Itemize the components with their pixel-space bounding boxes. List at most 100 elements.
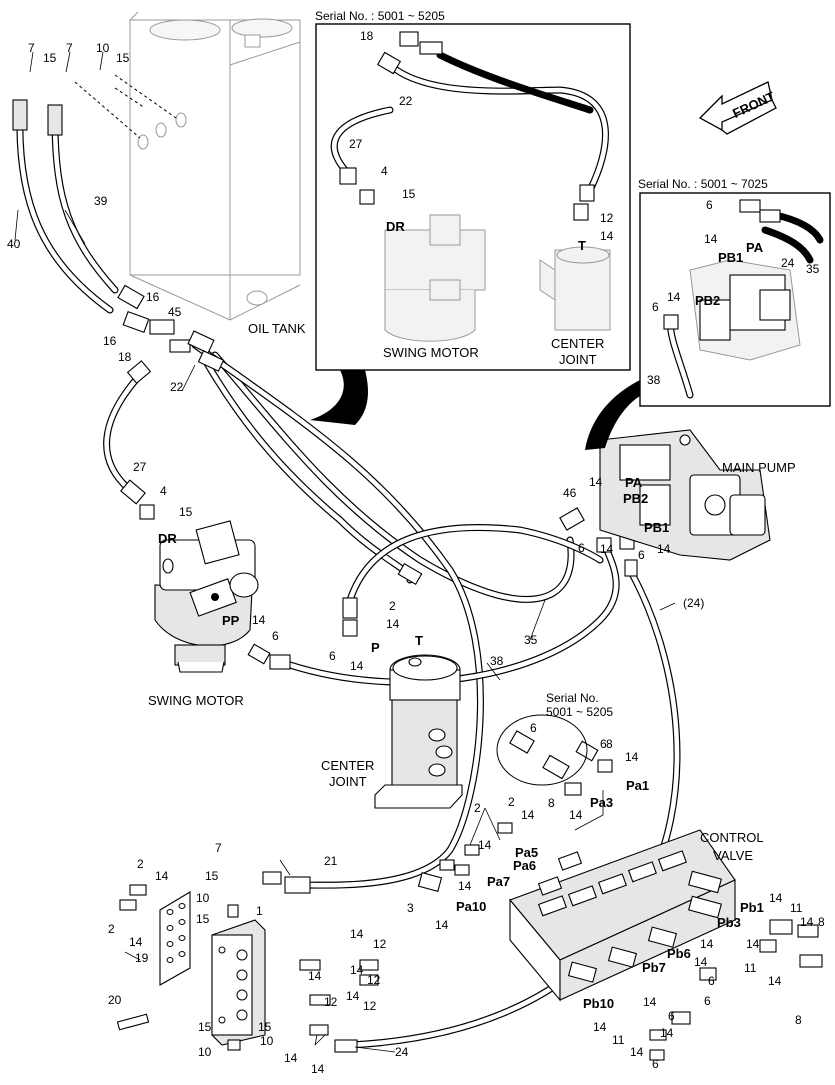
inset-pb1-label: PB1 <box>718 250 743 265</box>
callout: 14 <box>657 542 671 556</box>
inset-callout-14: 14 <box>600 229 614 243</box>
callout: 15 <box>116 51 130 65</box>
callout: 10 <box>260 1034 274 1048</box>
inset-pb2-label: PB2 <box>695 293 720 308</box>
control-valve: CONTROL VALVE <box>509 829 764 1002</box>
inset-pump-box: Serial No. : 5001 ~ 7025 6 14 24 35 6 14… <box>585 177 831 450</box>
inset-pump-callout-35: 35 <box>806 262 820 276</box>
callout: 14 <box>478 838 492 852</box>
pa10-label: Pa10 <box>456 899 486 914</box>
inset-callout-12: 12 <box>600 211 614 225</box>
callout: 6 <box>708 974 715 988</box>
callout: 2 <box>389 599 396 613</box>
callout: 6 <box>272 629 279 643</box>
hose-22-lower <box>346 524 604 604</box>
callout: 10 <box>196 891 210 905</box>
manifold-block <box>116 891 266 1051</box>
inset-swing-motor-label: SWING MOTOR <box>383 345 479 360</box>
callout: 3 <box>407 901 414 915</box>
pb1-port-label: PB1 <box>644 520 669 535</box>
callout: 14 <box>800 915 814 929</box>
inset-callout-4: 4 <box>381 164 388 178</box>
callout: 40 <box>7 237 21 251</box>
inset-pump-callout-38: 38 <box>647 373 661 387</box>
pb1-label: Pb1 <box>740 900 764 915</box>
pa1-label: Pa1 <box>626 778 649 793</box>
callout: 27 <box>133 460 147 474</box>
small-fittings <box>119 730 823 1061</box>
callout: 12 <box>373 937 387 951</box>
callout: 2 <box>474 801 481 815</box>
callout: 14 <box>435 918 449 932</box>
hose-27 <box>103 371 144 494</box>
t-port-label: T <box>415 633 423 648</box>
front-arrow: FRONT <box>698 81 777 135</box>
pa3-label: Pa3 <box>590 795 613 810</box>
callout: 12 <box>324 995 338 1009</box>
p-port-label: P <box>371 640 380 655</box>
callout: 14 <box>643 995 657 1009</box>
callout: 14 <box>350 659 364 673</box>
control-valve-label-1: CONTROL <box>700 830 764 845</box>
oil-tank-label: OIL TANK <box>248 321 306 336</box>
pa6-label: Pa6 <box>513 858 536 873</box>
callout: 6 <box>652 1057 659 1071</box>
pb10-label: Pb10 <box>583 996 614 1011</box>
callout: 18 <box>118 350 132 364</box>
pb6-label: Pb6 <box>667 946 691 961</box>
leader-lines <box>14 51 676 1053</box>
callout: 16 <box>146 290 160 304</box>
center-joint: CENTER JOINT <box>321 654 463 809</box>
inset-callout-18: 18 <box>360 29 374 43</box>
callout: 12 <box>363 999 377 1013</box>
pp-port-label: PP <box>222 613 240 628</box>
center-joint-label-2: JOINT <box>329 774 367 789</box>
main-pump: MAIN PUMP PA PB2 PB1 <box>599 429 796 561</box>
callout: 14 <box>311 1062 325 1076</box>
inset-pa-label: PA <box>746 240 764 255</box>
callout: 39 <box>94 194 108 208</box>
valve-inset-circle: Serial No. 5001 ~ 5205 6 <box>496 691 613 831</box>
callout: 14 <box>768 974 782 988</box>
oil-tank: OIL TANK <box>74 11 306 336</box>
callout: 20 <box>108 993 122 1007</box>
callout: 6 <box>600 737 607 751</box>
inset-t-label: T <box>578 238 586 253</box>
inset-center-label-2: JOINT <box>559 352 597 367</box>
inset-swing-serial: Serial No. : 5001 ~ 5205 <box>315 9 445 23</box>
callout: 35 <box>524 633 538 647</box>
hose-39 <box>51 116 119 294</box>
valve-inset-serial-2: 5001 ~ 5205 <box>546 705 613 719</box>
callout: 14 <box>600 542 614 556</box>
inset-pump-serial: Serial No. : 5001 ~ 7025 <box>638 177 768 191</box>
callout: 4 <box>160 484 167 498</box>
callout: 15 <box>179 505 193 519</box>
callout: 14 <box>386 617 400 631</box>
pa7-label: Pa7 <box>487 874 510 889</box>
callout: 16 <box>103 334 117 348</box>
callout: 14 <box>569 808 583 822</box>
callout: 7 <box>28 41 35 55</box>
callout: 6 <box>329 649 336 663</box>
callout: 15 <box>258 1020 272 1034</box>
callout: 14 <box>589 475 603 489</box>
inset-swing-box: Serial No. : 5001 ~ 5205 27 4 15 18 22 1… <box>310 9 631 425</box>
callout: 7 <box>215 841 222 855</box>
callout: 2 <box>108 922 115 936</box>
inset-callout-15: 15 <box>402 187 416 201</box>
callout: 14 <box>346 989 360 1003</box>
pb3-label: Pb3 <box>717 915 741 930</box>
callout: 15 <box>196 912 210 926</box>
center-joint-label-1: CENTER <box>321 758 374 773</box>
pa5-label: Pa5 <box>515 845 538 860</box>
callout: 10 <box>96 41 110 55</box>
main-pump-label: MAIN PUMP <box>722 460 796 475</box>
callout: 11 <box>790 901 803 915</box>
callout: 24 <box>395 1045 409 1059</box>
callout: 8 <box>606 737 613 751</box>
callout: 15 <box>198 1020 212 1034</box>
callout: 1 <box>256 904 263 918</box>
inset-callout-27: 27 <box>349 137 363 151</box>
callout: 10 <box>198 1045 212 1059</box>
callout: 7 <box>66 41 73 55</box>
